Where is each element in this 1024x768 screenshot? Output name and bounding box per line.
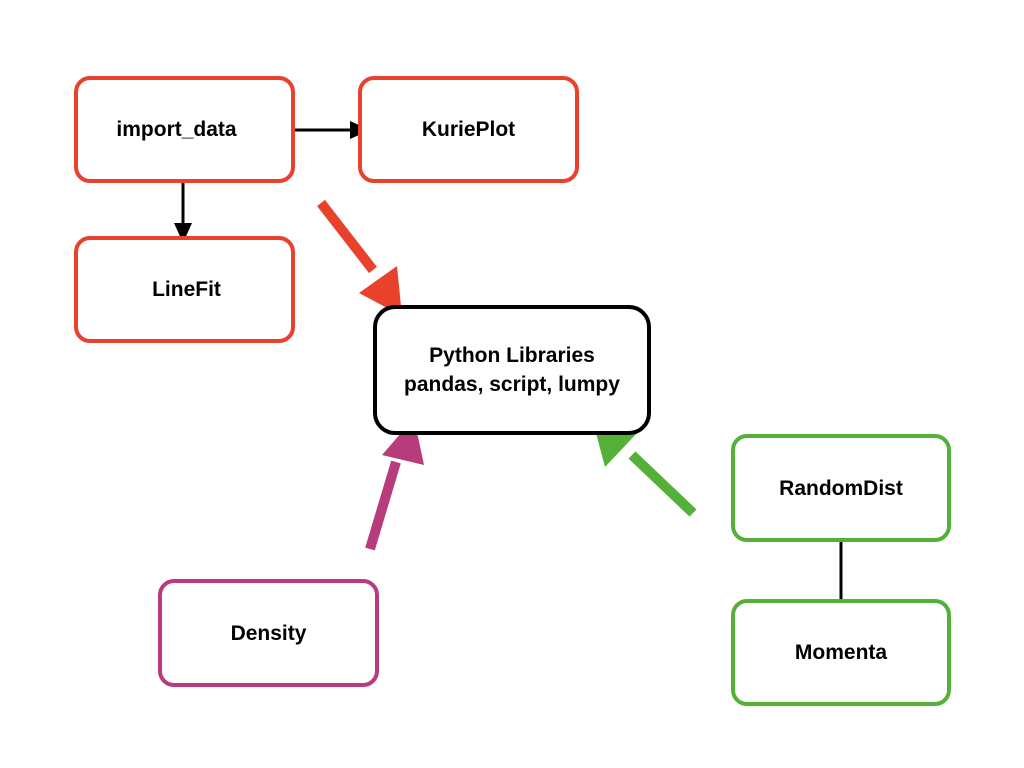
edge-import-data-to-linefit: [174, 175, 192, 243]
node-momenta: Momenta: [731, 599, 951, 706]
node-density-label: Density: [230, 621, 307, 645]
node-randomdist-label: RandomDist: [779, 476, 903, 500]
node-density: Density: [158, 579, 379, 687]
node-randomdist: RandomDist: [731, 434, 951, 542]
edge-density-to-python-libraries: [365, 418, 424, 551]
node-linefit: LineFit: [74, 236, 295, 343]
node-kurieplot-label: KuriePlot: [421, 118, 516, 141]
edge-import-data-to-kurieplot: [283, 121, 370, 139]
node-momenta-label: Momenta: [794, 641, 888, 664]
node-python-libraries: Python Libraries pandas, script, lumpy: [373, 305, 651, 435]
node-python-libraries-label: Python Libraries pandas, script, lumpy: [404, 341, 620, 399]
edge-import-data-to-python-libraries: [317, 199, 402, 316]
python-libraries-title: Python Libraries: [429, 344, 595, 367]
node-linefit-label: LineFit: [152, 278, 221, 301]
python-libraries-packages: pandas, script, lumpy: [404, 373, 620, 396]
node-import-data-label: import_data: [116, 118, 237, 141]
node-import-data: import_data: [74, 76, 295, 183]
node-kurieplot: KuriePlot: [358, 76, 579, 183]
